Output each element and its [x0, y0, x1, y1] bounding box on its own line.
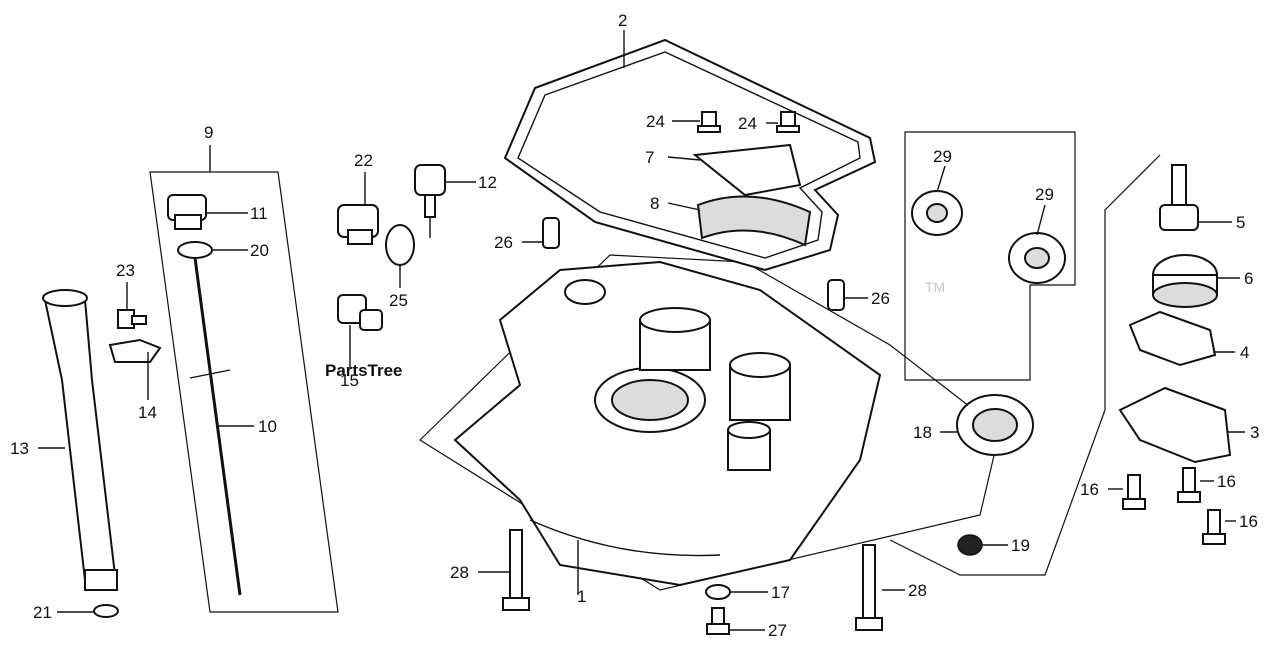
leader-lines	[38, 30, 1245, 631]
callout-19: 19	[1011, 536, 1030, 555]
governor-shaft	[1159, 164, 1199, 231]
callout-7: 7	[645, 148, 654, 167]
flange-bolt-24a	[697, 111, 721, 133]
filler-cap	[167, 194, 207, 230]
callout-14: 14	[138, 403, 157, 422]
callout-8: 8	[650, 194, 659, 213]
callout-5: 5	[1236, 213, 1245, 232]
callout-11: 11	[250, 204, 268, 223]
bolt-16c	[1202, 509, 1226, 545]
callout-21: 21	[33, 603, 52, 622]
governor-gear	[1152, 254, 1218, 308]
washer-17	[705, 584, 731, 600]
watermark-text: PartsTree	[325, 361, 403, 380]
callout-28a: 28	[450, 563, 469, 582]
oil-seal	[956, 394, 1034, 456]
callout-16c: 16	[1239, 512, 1258, 531]
clamp-14	[108, 338, 162, 363]
sealing-washer	[385, 224, 415, 266]
callout-15: 15	[340, 371, 359, 390]
o-ring-20	[177, 241, 213, 259]
callout-28b: 28	[908, 581, 927, 600]
callout-4: 4	[1240, 343, 1249, 362]
bolt-16b	[1177, 467, 1201, 503]
callout-23: 23	[116, 261, 135, 280]
drain-plug-15	[337, 294, 383, 331]
dipstick	[189, 257, 242, 596]
callout-6: 6	[1244, 269, 1253, 288]
stud-bolt-28b	[855, 544, 883, 631]
dowel-pin-26a	[542, 217, 560, 249]
callout-29b: 29	[1035, 185, 1054, 204]
cam-gear-segment	[696, 195, 812, 247]
callout-9: 9	[204, 123, 213, 142]
cover-gasket	[1128, 310, 1217, 367]
callout-24b: 24	[738, 114, 757, 133]
callout-29a: 29	[933, 147, 952, 166]
stud-bolt-28a	[502, 529, 530, 611]
callout-20: 20	[250, 241, 269, 260]
bolt-27	[706, 607, 730, 635]
oil-sensor	[414, 164, 446, 238]
callout-27: 27	[768, 621, 787, 640]
callout-16b: 16	[1217, 472, 1236, 491]
bearing-29b	[1008, 232, 1066, 284]
callout-17: 17	[771, 583, 790, 602]
callout-18: 18	[913, 423, 932, 442]
callout-26a: 26	[494, 233, 513, 252]
bolt-16a	[1122, 474, 1146, 510]
callout-3: 3	[1250, 423, 1259, 442]
callout-16a: 16	[1080, 480, 1099, 499]
watermark-trademark: TM	[925, 279, 945, 295]
cover-plate	[692, 143, 802, 197]
callout-13: 13	[10, 439, 29, 458]
callout-12: 12	[478, 173, 497, 192]
filler-tube	[42, 289, 118, 591]
bearing-29a	[911, 190, 963, 236]
callout-26b: 26	[871, 289, 890, 308]
callout-24a: 24	[646, 112, 665, 131]
dipstick-group-box	[149, 171, 339, 613]
callout-labels: 1 2 3 4 5 6 7 8 9 10 11 12 13 14 15 16 1…	[10, 11, 1259, 640]
clip-21	[93, 604, 119, 618]
bearing-group-box	[904, 131, 1076, 381]
callout-22: 22	[354, 151, 373, 170]
bolt-23	[117, 309, 147, 329]
bushing	[957, 534, 983, 556]
drain-plug-22	[337, 204, 379, 245]
callout-2: 2	[618, 11, 627, 30]
governor-group-line	[889, 154, 1161, 576]
side-cover	[1118, 386, 1232, 464]
callout-25: 25	[389, 291, 408, 310]
dowel-pin-26b	[827, 279, 845, 311]
callout-10: 10	[258, 417, 277, 436]
gasket	[503, 38, 877, 272]
crankcase-body	[453, 260, 882, 587]
flange-bolt-24b	[776, 111, 800, 133]
callout-1: 1	[577, 587, 586, 606]
